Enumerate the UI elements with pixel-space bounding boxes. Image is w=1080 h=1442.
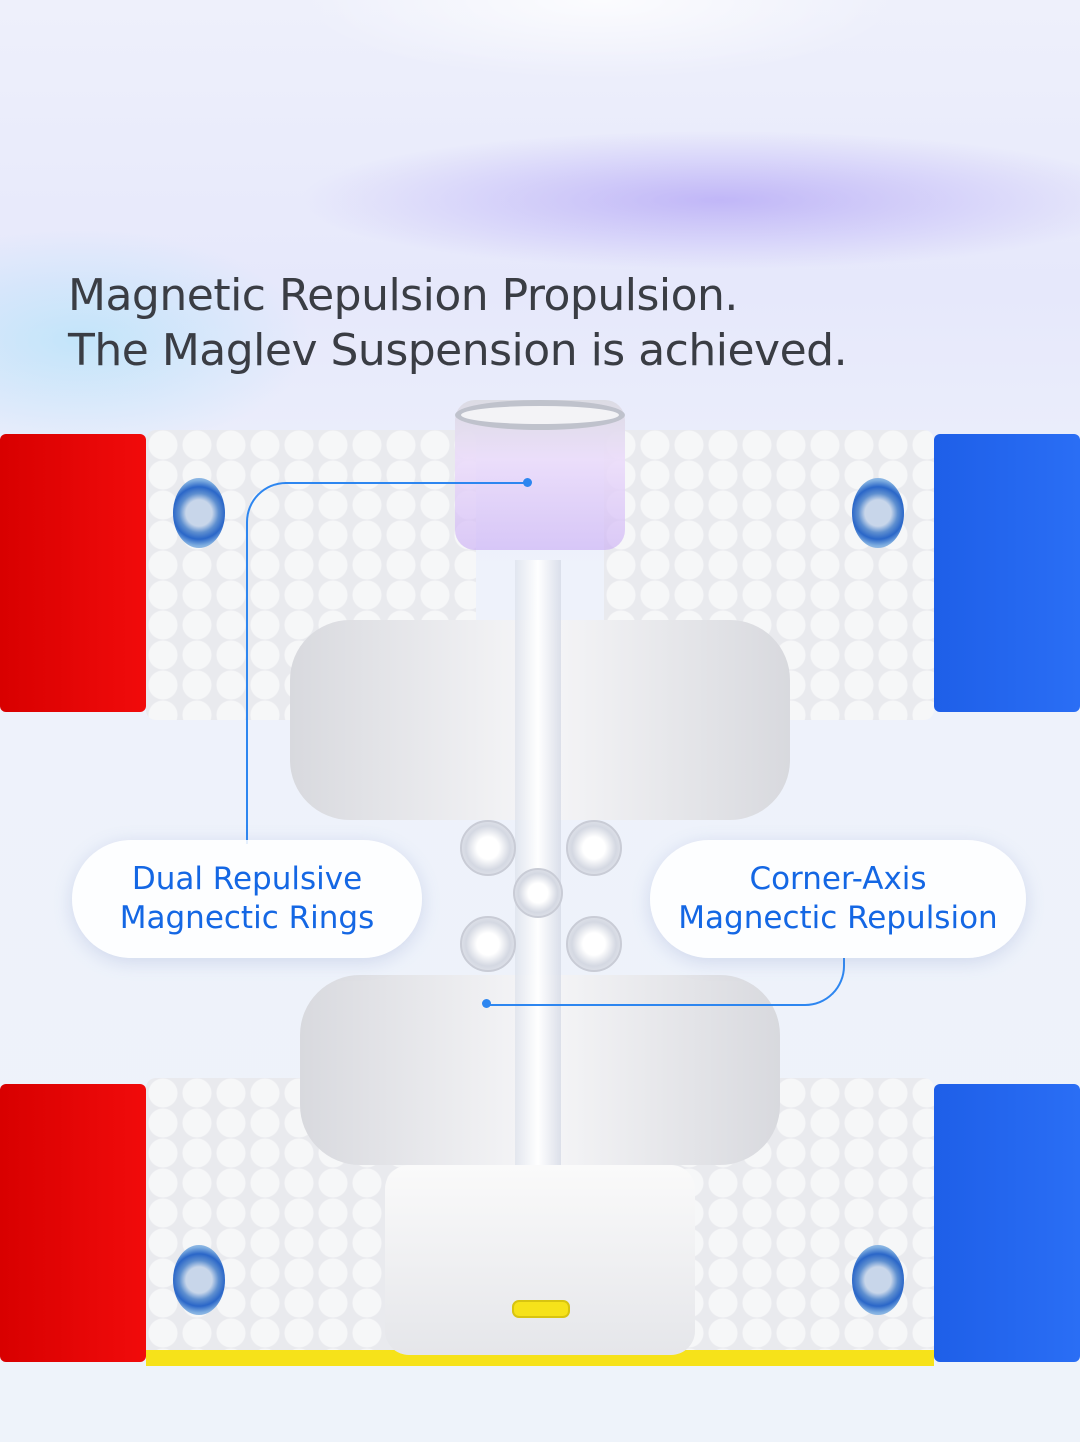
connector-dot: [482, 999, 491, 1008]
callout-corner-axis-repulsion: Corner-Axis Magnectic Repulsion: [650, 840, 1026, 958]
magnetic-ring: [455, 400, 625, 550]
magnet-icon: [173, 1245, 225, 1315]
red-face-bottom: [0, 1084, 146, 1362]
headline: Magnetic Repulsion Propulsion. The Magle…: [68, 268, 848, 378]
magnet-icon: [852, 478, 904, 548]
callout-text: Dual Repulsive: [131, 861, 363, 897]
headline-line-1: Magnetic Repulsion Propulsion.: [68, 270, 738, 321]
connector-line-left: [246, 482, 530, 844]
connector-line-right: [487, 958, 845, 1006]
headline-line-2: The Maglev Suspension is achieved.: [68, 325, 848, 376]
callout-text: Magnectic Rings: [119, 900, 375, 936]
magnet-icon: [173, 478, 225, 548]
yellow-face-edge: [146, 1350, 934, 1366]
center-axis: [515, 560, 561, 1170]
callout-dual-repulsive-rings: Dual Repulsive Magnectic Rings: [72, 840, 422, 958]
yellow-port: [512, 1300, 570, 1318]
callout-text: Corner-Axis: [749, 861, 927, 897]
blue-face-bottom: [934, 1084, 1080, 1362]
center-base: [385, 1165, 695, 1355]
callout-text: Magnectic Repulsion: [678, 900, 998, 936]
magnet-icon: [852, 1245, 904, 1315]
connector-dot: [523, 478, 532, 487]
blue-face-top: [934, 434, 1080, 712]
red-face-top: [0, 434, 146, 712]
